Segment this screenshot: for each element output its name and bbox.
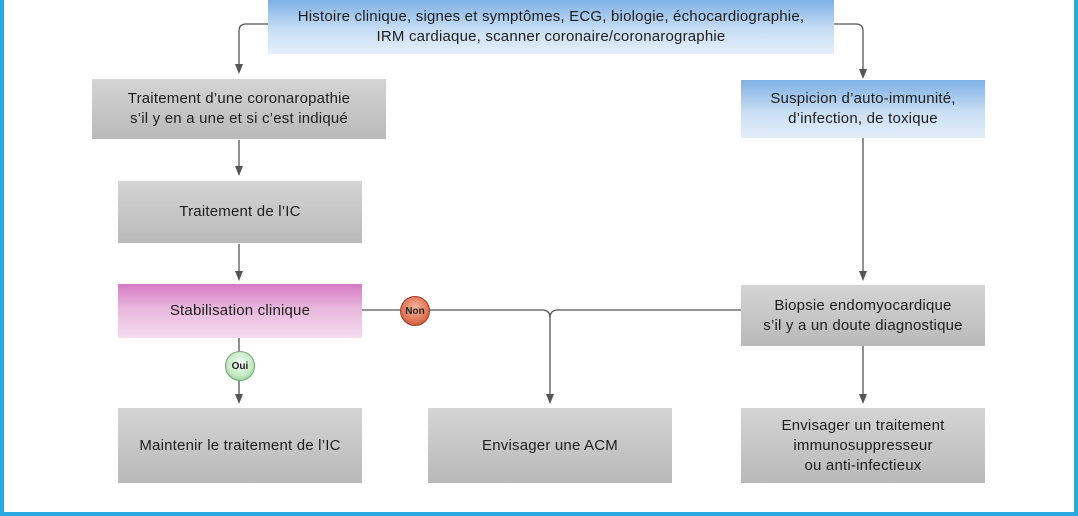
node-maintain-ic-treatment-text: Maintenir le traitement de l’IC bbox=[139, 436, 341, 454]
connector-biopsy-to-acm bbox=[549, 309, 741, 319]
node-consider-acm: Envisager une ACM bbox=[428, 408, 672, 483]
node-ic-treatment: Traitement de l’IC bbox=[118, 181, 362, 243]
node-maintain-ic-treatment: Maintenir le traitement de l’IC bbox=[118, 408, 362, 483]
badge-non: Non bbox=[400, 296, 430, 326]
connector-top-to-autoimmune bbox=[834, 23, 867, 79]
node-autoimmune-suspicion-text: Suspicion d’auto-immunité, d’infection, … bbox=[770, 90, 956, 127]
node-immunosuppressive-treatment-text: Envisager un traitement immunosuppresseu… bbox=[781, 416, 945, 474]
connector-top-to-coronary bbox=[235, 23, 268, 74]
node-clinical-history-text: Histoire clinique, signes et symptômes, … bbox=[297, 8, 805, 45]
node-clinical-stabilisation: Stabilisation clinique bbox=[118, 284, 362, 338]
node-ic-treatment-text: Traitement de l’IC bbox=[179, 203, 301, 220]
node-endomyocardial-biopsy: Biopsie endomyocardique s’il y a un dout… bbox=[741, 285, 985, 346]
connector-stabilisation-to-acm bbox=[362, 309, 554, 404]
node-clinical-history: Histoire clinique, signes et symptômes, … bbox=[268, 0, 834, 54]
node-coronary-treatment: Traitement d’une coronaropathie s’il y e… bbox=[92, 79, 386, 139]
node-endomyocardial-biopsy-text: Biopsie endomyocardique s’il y a un dout… bbox=[763, 296, 963, 334]
badge-oui: Oui bbox=[225, 351, 255, 381]
badge-oui-label: Oui bbox=[231, 360, 249, 372]
node-coronary-treatment-text: Traitement d’une coronaropathie s’il y e… bbox=[127, 90, 351, 127]
node-autoimmune-suspicion: Suspicion d’auto-immunité, d’infection, … bbox=[741, 80, 985, 138]
badge-non-label: Non bbox=[405, 305, 425, 317]
node-consider-acm-text: Envisager une ACM bbox=[482, 436, 618, 454]
node-clinical-stabilisation-text: Stabilisation clinique bbox=[169, 302, 311, 319]
node-immunosuppressive-treatment: Envisager un traitement immunosuppresseu… bbox=[741, 408, 985, 483]
